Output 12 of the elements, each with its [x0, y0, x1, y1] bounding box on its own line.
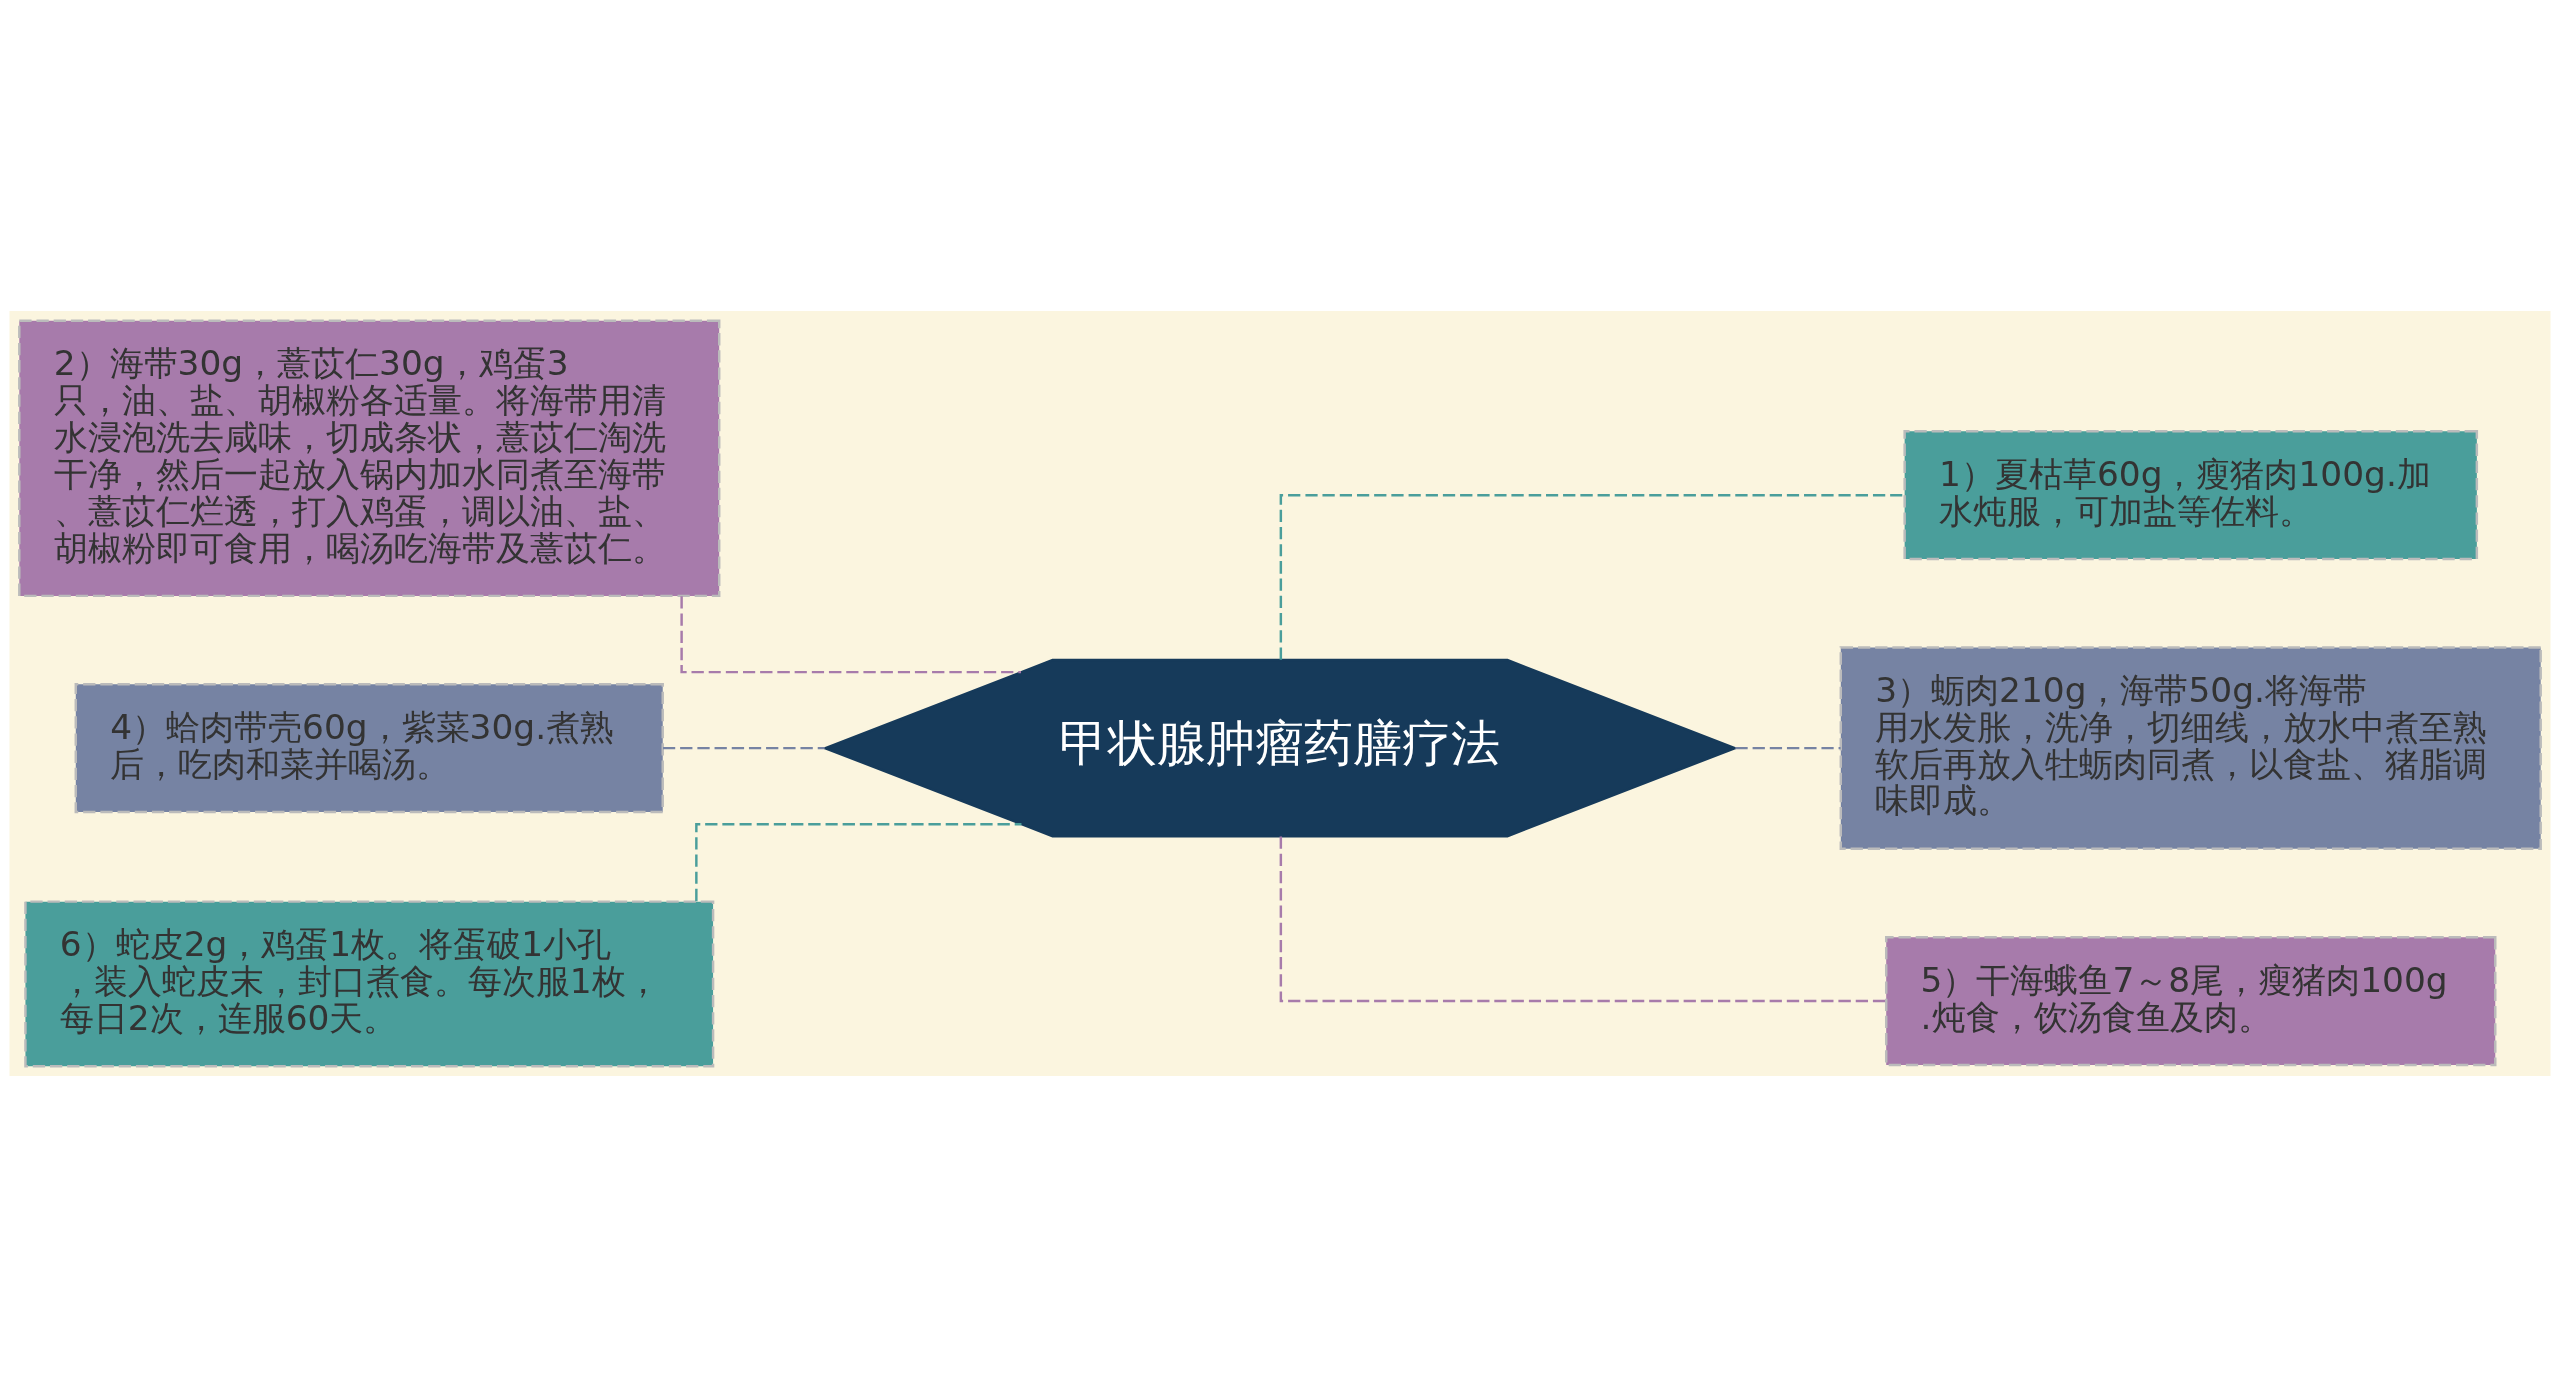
connector: [663, 746, 825, 750]
connector: [1279, 836, 1886, 1003]
node-box: 1）夏枯草60g，瘦猪肉100g.加水炖服，可加盐等佐料。: [1903, 430, 2479, 561]
node-box: 3）蛎肉210g，海带50g.将海带用水发胀，洗净，切细线，放水中煮至熟软后再放入牡蛎肉同煮，以食盐、猪脂调味即成。: [1839, 646, 2542, 851]
connector: [680, 596, 1021, 674]
node-box: 2）海带30g，薏苡仁30g，鸡蛋3只，油、盐、胡椒粉各适量。将海带用清水浸泡洗去咸味，切成条状，薏苡仁淘洗干净，然后一起放入锅内加水同煮至海带、薏苡仁烂透，打入鸡蛋，调以油、盐、胡椒粉即可食用，喝汤吃海带及薏苡仁。: [18, 319, 721, 598]
node-box: 4）蛤肉带壳60g，紫菜30g.煮熟后，吃肉和菜并喝汤。: [74, 683, 664, 814]
connector: [1279, 493, 1905, 660]
connector: [1735, 746, 1841, 750]
connector: [695, 822, 1022, 902]
node-box: 5）干海蛾鱼7～8尾，瘦猪肉100g.炖食，饮汤食鱼及肉。: [1885, 936, 2497, 1067]
node-box: 6）蛇皮2g，鸡蛋1枚。将蛋破1小孔，装入蛇皮末，封口煮食。每次服1枚，每日2次，连服60天。: [24, 900, 715, 1068]
